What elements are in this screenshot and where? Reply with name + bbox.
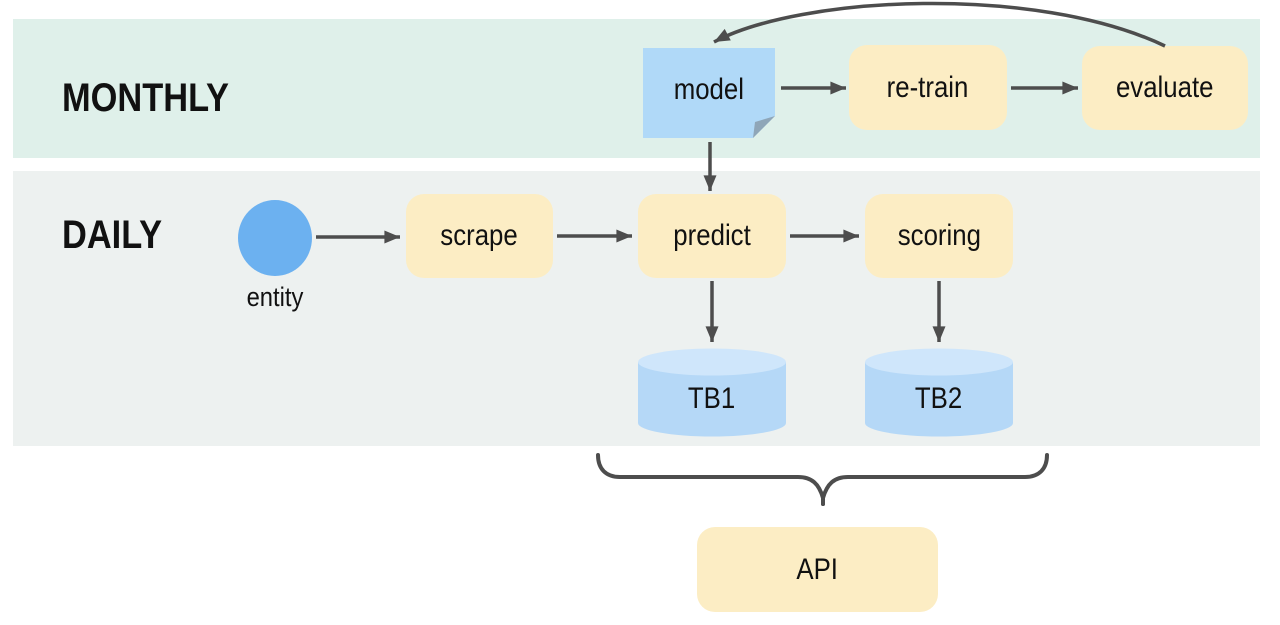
note-body [643,48,775,138]
node-entity-label: entity [246,282,304,312]
note-fold-corner [753,116,775,138]
node-api: API [697,527,938,612]
node-tb1-label: TB1 [688,381,736,415]
node-evaluate: evaluate [1082,46,1248,130]
node-tb1: TB1 [638,348,786,437]
node-tb2-label: TB2 [915,381,963,415]
db-top [638,348,786,376]
node-scrape-label: scrape [440,219,519,252]
lane-daily [13,171,1260,446]
node-scoring-label: scoring [897,219,981,252]
note-shape [643,48,775,138]
node-tb2: TB2 [865,348,1013,437]
db-top [865,348,1013,376]
node-model: model [643,48,775,138]
node-evaluate-label: evaluate [1116,71,1214,104]
node-api-label: API [796,552,839,586]
node-scrape: scrape [406,194,553,278]
node-model-label: model [673,73,745,106]
brace-left-half [596,453,825,506]
node-scoring: scoring [865,194,1013,278]
brace-right-half [821,453,1049,506]
lane-daily-label: DAILY [62,213,163,257]
node-predict: predict [638,194,786,278]
node-predict-label: predict [673,219,751,252]
db-bottom [865,409,1013,437]
node-retrain-label: re-train [887,70,969,104]
database-cylinder [638,348,786,437]
node-entity-circle [238,200,312,276]
db-bottom [638,409,786,437]
lane-monthly-label: MONTHLY [62,76,229,120]
node-retrain: re-train [849,45,1007,130]
database-cylinder [865,348,1013,437]
